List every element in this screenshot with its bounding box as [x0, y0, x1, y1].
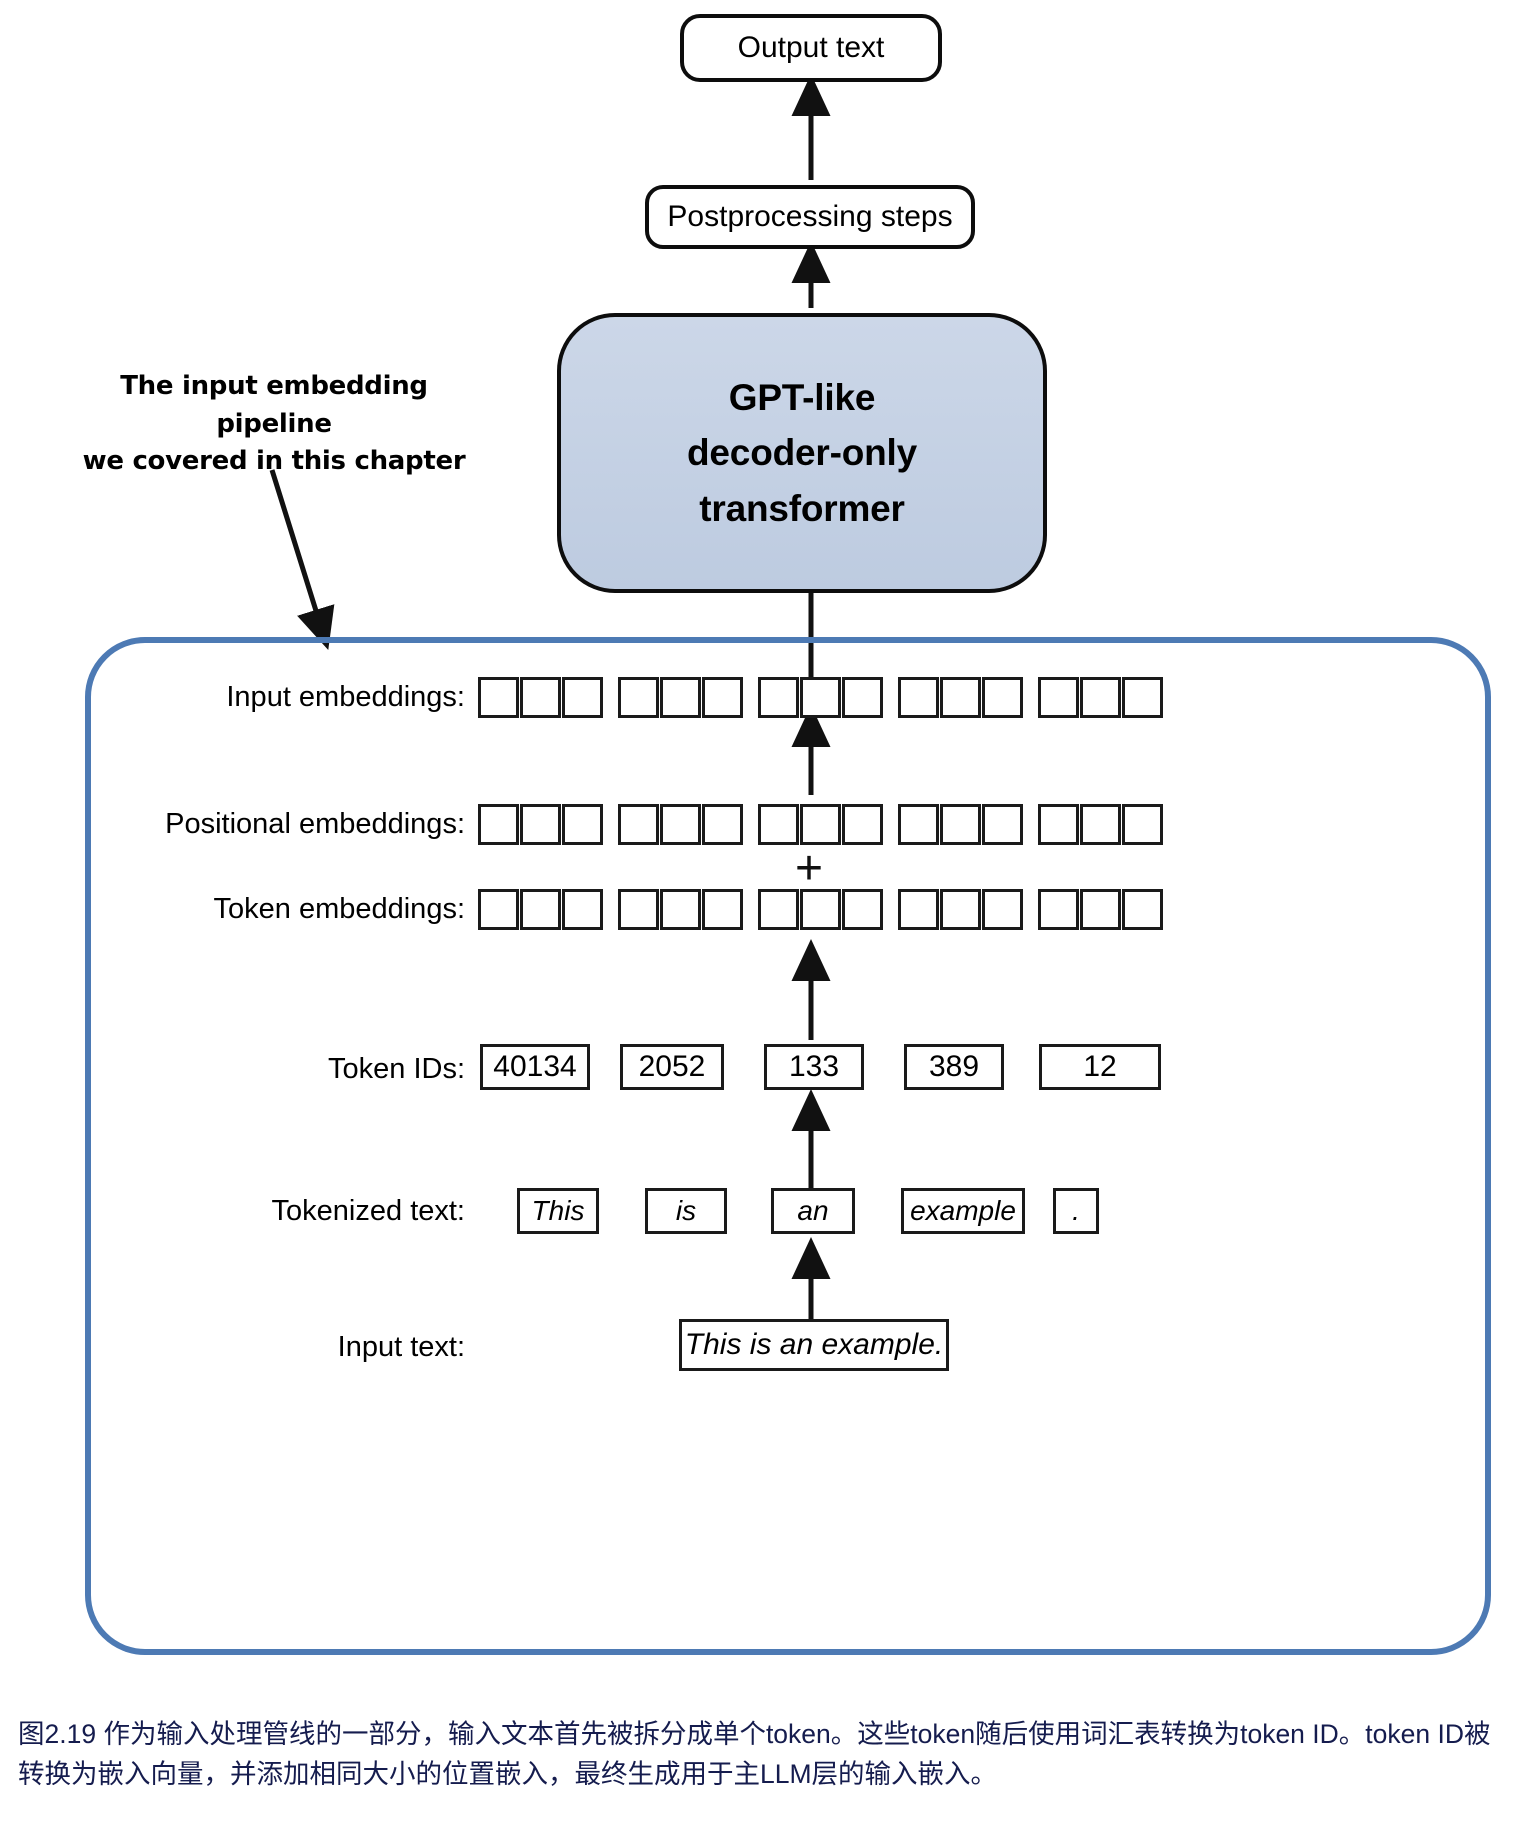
embedding-cell — [562, 677, 603, 718]
row-label-token-ids: Token IDs: — [328, 1053, 465, 1085]
embedding-cell — [520, 889, 561, 930]
token-embeddings-group-2 — [618, 889, 743, 930]
embedding-cell — [940, 677, 981, 718]
token-id-box-1: 40134 — [480, 1044, 590, 1090]
pipeline-annotation: The input embedding pipeline we covered … — [74, 368, 474, 481]
transformer-line-1: GPT-like — [728, 376, 876, 418]
embedding-cell — [898, 889, 939, 930]
tokenized-text-box-4: example — [901, 1188, 1025, 1234]
token-embeddings-group-3 — [758, 889, 883, 930]
embedding-cell — [758, 889, 799, 930]
embedding-cell — [758, 804, 799, 845]
embedding-cell — [940, 889, 981, 930]
embedding-cell — [1080, 889, 1121, 930]
annotation-line-1: The input embedding pipeline — [120, 371, 428, 439]
embedding-cell — [898, 804, 939, 845]
embedding-cell — [1080, 677, 1121, 718]
token-id-box-3: 133 — [764, 1044, 864, 1090]
output-text-box: Output text — [680, 14, 942, 82]
embedding-cell — [562, 804, 603, 845]
token-id-box-5: 12 — [1039, 1044, 1161, 1090]
embedding-cell — [842, 677, 883, 718]
output-text-label: Output text — [737, 30, 885, 64]
token-id-box-4: 389 — [904, 1044, 1004, 1090]
postprocessing-steps-label: Postprocessing steps — [667, 199, 953, 233]
embedding-cell — [1080, 804, 1121, 845]
tokenized-text-box-5: . — [1053, 1188, 1099, 1234]
transformer-line-3: transformer — [699, 487, 905, 529]
embedding-cell — [982, 889, 1023, 930]
embedding-cell — [660, 677, 701, 718]
tokenized-text-box-3: an — [771, 1188, 855, 1234]
positional-embeddings-group-5 — [1038, 804, 1163, 845]
input-embeddings-group-2 — [618, 677, 743, 718]
embedding-cell — [562, 889, 603, 930]
postprocessing-steps-box: Postprocessing steps — [645, 185, 975, 249]
embedding-cell — [758, 677, 799, 718]
token-embeddings-group-5 — [1038, 889, 1163, 930]
positional-embeddings-group-3 — [758, 804, 883, 845]
row-label-tokenized-text: Tokenized text: — [271, 1195, 465, 1227]
embedding-cell — [800, 677, 841, 718]
embedding-cell — [1122, 677, 1163, 718]
embedding-cell — [478, 804, 519, 845]
plus-operator: + — [795, 842, 824, 895]
embedding-cell — [478, 889, 519, 930]
positional-embeddings-group-1 — [478, 804, 603, 845]
embedding-cell — [660, 889, 701, 930]
token-id-box-2: 2052 — [620, 1044, 724, 1090]
embedding-cell — [618, 677, 659, 718]
row-label-positional-embeddings: Positional embeddings: — [165, 808, 465, 840]
input-embeddings-group-1 — [478, 677, 603, 718]
embedding-cell — [618, 889, 659, 930]
positional-embeddings-group-4 — [898, 804, 1023, 845]
embedding-cell — [842, 889, 883, 930]
embedding-cell — [800, 804, 841, 845]
annotation-line-2: we covered in this chapter — [82, 446, 466, 477]
embedding-cell — [1122, 804, 1163, 845]
embedding-cell — [1038, 889, 1079, 930]
row-label-token-embeddings: Token embeddings: — [213, 893, 466, 925]
gpt-transformer-label: GPT-like decoder-only transformer — [687, 370, 917, 537]
input-embedding-pipeline-container — [85, 637, 1491, 1655]
embedding-cell — [702, 677, 743, 718]
token-embeddings-group-4 — [898, 889, 1023, 930]
embedding-cell — [940, 804, 981, 845]
embedding-cell — [898, 677, 939, 718]
token-embeddings-group-1 — [478, 889, 603, 930]
tokenized-text-box-1: This — [517, 1188, 599, 1234]
embedding-cell — [982, 804, 1023, 845]
embedding-cell — [982, 677, 1023, 718]
embedding-cell — [800, 889, 841, 930]
embedding-cell — [1038, 677, 1079, 718]
row-label-input-text: Input text: — [337, 1331, 465, 1363]
embedding-cell — [478, 677, 519, 718]
embedding-cell — [660, 804, 701, 845]
embedding-cell — [1122, 889, 1163, 930]
tokenized-text-box-2: is — [645, 1188, 727, 1234]
gpt-transformer-box: GPT-like decoder-only transformer — [557, 313, 1047, 593]
embedding-cell — [702, 889, 743, 930]
embedding-cell — [520, 804, 561, 845]
embedding-cell — [702, 804, 743, 845]
embedding-cell — [842, 804, 883, 845]
input-embeddings-group-3 — [758, 677, 883, 718]
input-embeddings-group-4 — [898, 677, 1023, 718]
embedding-cell — [1038, 804, 1079, 845]
positional-embeddings-group-2 — [618, 804, 743, 845]
transformer-line-2: decoder-only — [687, 432, 917, 474]
figure-caption: 图2.19 作为输入处理管线的一部分，输入文本首先被拆分成单个token。这些t… — [18, 1719, 1491, 1790]
embedding-cell — [520, 677, 561, 718]
row-label-input-embeddings: Input embeddings: — [226, 681, 465, 713]
input-embeddings-group-5 — [1038, 677, 1163, 718]
annotation-pointer-arrow — [269, 469, 335, 651]
input-text-box: This is an example. — [679, 1319, 949, 1371]
embedding-cell — [618, 804, 659, 845]
